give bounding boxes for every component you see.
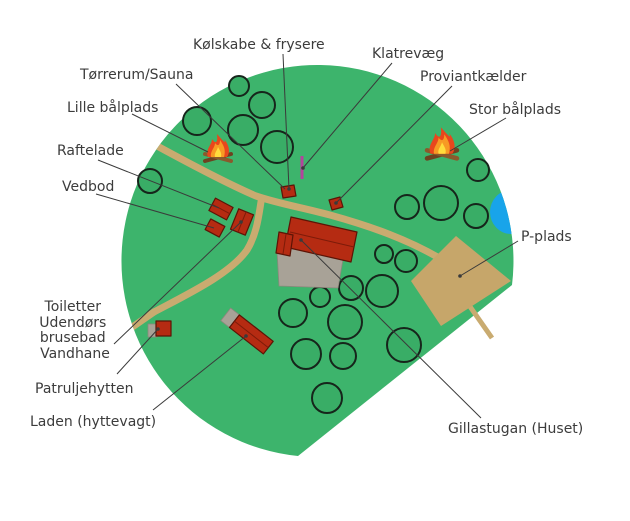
tree-icon <box>248 91 276 119</box>
leader-line-small-fireplace <box>131 113 209 153</box>
roads <box>121 137 448 340</box>
tree-icon <box>228 75 250 97</box>
labels: Kølskabe & frysere Klatrevæg Tørrerum/Sa… <box>30 37 583 437</box>
lake <box>490 190 514 234</box>
label-sanitary-line: Vandhane <box>40 346 110 362</box>
label-barn: Laden (hyttevagt) <box>30 414 156 430</box>
leader-dot <box>334 201 338 205</box>
leader-dot <box>299 238 303 242</box>
leader-lines <box>95 53 519 419</box>
tree-icon <box>278 298 308 328</box>
tree-icon <box>394 194 420 220</box>
woodshed-building <box>204 218 226 238</box>
label-refrigerators: Kølskabe & frysere <box>193 37 325 53</box>
tree-icon <box>466 158 490 182</box>
leader-line-pole-barn <box>97 159 220 209</box>
label-small-fireplace: Lille bålplads <box>67 99 158 116</box>
leader-line-patrol-hut <box>116 328 159 375</box>
label-climbing-wall: Klatrevæg <box>372 46 444 62</box>
patrol-hut-building <box>147 320 172 338</box>
bonfire-icon <box>203 134 233 163</box>
leader-dot <box>239 220 243 224</box>
tree-icon <box>394 249 418 273</box>
tree-icon <box>374 244 394 264</box>
flame-core <box>214 147 222 157</box>
patrol-hut-roof <box>155 320 172 337</box>
woodshed-roof <box>204 218 226 238</box>
tree-icon <box>290 338 322 370</box>
leader-dot <box>287 187 291 191</box>
label-parking: P-plads <box>521 229 572 245</box>
tree-icon <box>365 274 399 308</box>
main-road <box>146 137 448 265</box>
leader-line-large-fireplace <box>449 117 507 152</box>
leader-dot <box>301 166 305 170</box>
label-large-fireplace: Stor bålplads <box>469 101 561 118</box>
label-pole-barn: Raftelade <box>57 143 124 159</box>
tree-icon <box>386 327 422 363</box>
leader-line-sanitary-block <box>113 221 242 345</box>
bonfire-icon <box>424 127 460 161</box>
flame-core <box>438 142 446 154</box>
main-house-side-ridge <box>282 233 287 255</box>
tree-icon <box>329 342 357 370</box>
label-sanitary-line: Udendørs <box>39 315 106 331</box>
tree-icon <box>309 286 331 308</box>
pole-barn-ridge <box>211 203 231 215</box>
tree-icon <box>463 203 489 229</box>
leader-line-main-house <box>300 239 482 419</box>
main-house-ridge <box>289 231 355 248</box>
tree-icon <box>423 185 459 221</box>
label-drying-room: Tørrerum/Sauna <box>79 67 193 83</box>
leader-dot <box>156 327 160 331</box>
tree-icon <box>338 275 364 301</box>
label-sanitary-line: brusebad <box>40 330 106 346</box>
tree-icon <box>182 106 212 136</box>
leader-dot <box>458 274 462 278</box>
tree-icon <box>260 130 294 164</box>
label-sanitary-block: Toiletter Udendørs brusebad Vandhane <box>39 299 111 362</box>
leader-line-drying-room <box>175 83 286 190</box>
tree-icon <box>311 382 343 414</box>
barn-building <box>220 307 274 355</box>
leader-dot <box>244 334 248 338</box>
label-patrol-hut: Patruljehytten <box>35 381 134 397</box>
leader-line-woodshed <box>95 193 215 229</box>
trees <box>137 75 490 414</box>
tree-icon <box>327 304 363 340</box>
label-main-house: Gillastugan (Huset) <box>448 421 583 437</box>
leader-line-parking <box>459 240 519 277</box>
barn-ridge <box>234 320 269 349</box>
branch-road <box>121 195 266 340</box>
leader-line-barn <box>152 335 247 411</box>
tree-icon <box>227 114 259 146</box>
label-sanitary-line: Toiletter <box>44 299 102 315</box>
leader-line-provisions-cellar <box>335 85 453 204</box>
label-woodshed: Vedbod <box>62 179 114 195</box>
label-provisions-cellar: Proviantkælder <box>420 69 527 85</box>
leader-line-climbing-wall <box>302 62 393 169</box>
pole-barn-building <box>208 197 234 221</box>
parking-area <box>411 236 511 326</box>
main-house <box>275 216 358 289</box>
leader-line-refrigerators <box>282 53 290 190</box>
